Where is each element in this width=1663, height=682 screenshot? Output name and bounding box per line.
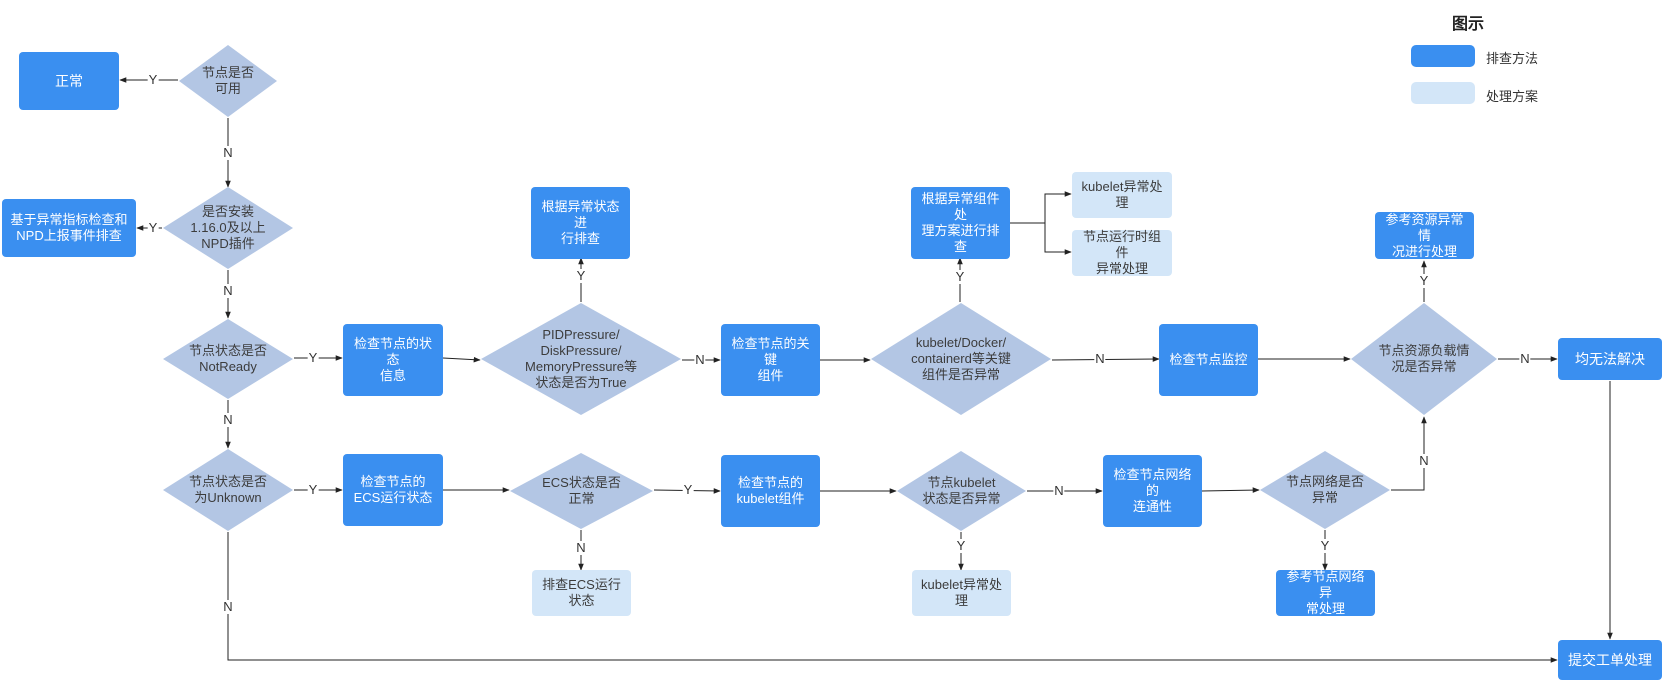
decision-diamond-shape [163, 319, 293, 399]
node-check-ecs-text: 检查节点的 ECS运行状态 [353, 474, 433, 505]
decision-node-network: 节点网络是否 异常 [1259, 450, 1391, 530]
legend-swatch-solution [1411, 82, 1475, 104]
decision-node-unknown: 节点状态是否 为Unknown [162, 448, 294, 532]
edge-label-available-npd: N [222, 145, 234, 160]
node-network-fix: 参考节点网络异 常处理 [1276, 569, 1375, 616]
edge-label-ecs-fix: N [575, 540, 587, 555]
node-normal: 正常 [19, 52, 119, 110]
node-check-monitor: 检查节点监控 [1159, 324, 1258, 396]
edge-label-network-resource: N [1418, 453, 1430, 468]
edge-label-npd-check: Y [147, 220, 159, 235]
node-resource-fix: 参考资源异常情 况进行处理 [1375, 212, 1474, 259]
decision-node-npd-text: 是否安装 1.16.0及以上 NPD插件 [190, 204, 266, 251]
edge-label-pressure-components: N [694, 352, 706, 367]
edge-label-kubelet-network: N [1053, 483, 1065, 498]
node-network-fix-text: 参考节点网络异 常处理 [1286, 569, 1365, 616]
decision-diamond-shape [481, 303, 681, 415]
node-npd-check-text: 基于异常指标检查和 NPD上报事件排查 [10, 212, 128, 243]
node-check-kubelet-text: 检查节点的 kubelet组件 [736, 475, 805, 506]
node-by-component: 根据异常组件处 理方案进行排查 [911, 187, 1010, 259]
edge-network-resource [1391, 416, 1427, 491]
decision-node-ecs-text: ECS状态是否 正常 [542, 475, 621, 506]
decision-node-kubelet-text: 节点kubelet 状态是否异常 [922, 475, 1001, 506]
node-check-network-text: 检查节点网络的 连通性 [1113, 467, 1192, 514]
node-runtime-fix: 节点运行时组件 异常处理 [1072, 229, 1172, 276]
decision-diamond-shape [1351, 303, 1497, 415]
edge-label-resource-fix: Y [1418, 273, 1430, 288]
node-runtime-fix-text: 节点运行时组件 异常处理 [1082, 229, 1161, 276]
edge-status-pressure [442, 356, 481, 363]
node-check-ecs: 检查节点的 ECS运行状态 [343, 454, 443, 526]
decision-diamond-shape [1260, 451, 1390, 529]
node-check-status-text: 检查节点的状态 信息 [353, 336, 432, 383]
node-ticket-text: 提交工单处理 [1568, 652, 1652, 668]
edge-label-notready-status: Y [307, 350, 319, 365]
node-unresolved: 均无法解决 [1558, 338, 1662, 380]
edge-label-unknown-ecs: Y [307, 482, 319, 497]
node-check-status: 检查节点的状态 信息 [343, 324, 443, 396]
node-kubelet-fix-2-text: kubelet异常处 理 [921, 577, 1002, 608]
edge-label-notready-unknown: N [222, 412, 234, 427]
decision-node-available: 节点是否 可用 [178, 44, 278, 118]
node-ecs-fix: 排查ECS运行 状态 [532, 570, 631, 616]
edge-label-ecs-kubelet: Y [682, 482, 694, 497]
edge-label-components-by: Y [954, 269, 966, 284]
decision-diamond-shape [871, 303, 1051, 415]
decision-node-notready-text: 节点状态是否 NotReady [188, 343, 267, 374]
edge-label-kubelet-fix: Y [955, 538, 967, 553]
node-normal-text: 正常 [55, 73, 83, 89]
node-kubelet-fix-2: kubelet异常处 理 [912, 570, 1011, 616]
decision-node-kubelet: 节点kubelet 状态是否异常 [896, 450, 1027, 532]
decision-node-npd: 是否安装 1.16.0及以上 NPD插件 [162, 186, 294, 270]
edge-label-unknown-ticket: N [222, 599, 234, 614]
node-by-status-text: 根据异常状态进 行排查 [541, 199, 620, 246]
node-unresolved-text: 均无法解决 [1575, 351, 1645, 367]
legend-label-method: 排查方法 [1486, 51, 1539, 66]
node-check-network: 检查节点网络的 连通性 [1103, 455, 1202, 527]
decision-diamond-shape [163, 187, 293, 269]
node-kubelet-fix-1-text: kubelet异常处 理 [1081, 179, 1163, 210]
decision-node-resource-text: 节点资源负载情 况是否异常 [1378, 343, 1470, 374]
decision-diamond-shape [163, 449, 293, 531]
node-by-status: 根据异常状态进 行排查 [531, 187, 630, 259]
decision-node-pressure: PIDPressure/ DiskPressure/ MemoryPressur… [480, 302, 682, 416]
node-check-kubelet: 检查节点的 kubelet组件 [721, 455, 820, 527]
node-ticket: 提交工单处理 [1558, 640, 1662, 680]
node-check-monitor-text: 检查节点监控 [1169, 352, 1248, 367]
legend-swatch-method [1411, 45, 1475, 67]
edge-unknown-ticket [227, 532, 1558, 663]
node-ecs-fix-text: 排查ECS运行 状态 [542, 577, 621, 608]
edge-label-resource-unresolved: N [1519, 351, 1531, 366]
edge-label-npd-notready: N [222, 283, 234, 298]
node-by-component-text: 根据异常组件处 理方案进行排查 [921, 191, 1000, 254]
edge-label-pressure-status: Y [575, 268, 587, 283]
decision-diamond-shape [510, 453, 653, 529]
edge-by-kubelet-fix [1010, 191, 1072, 224]
decision-diamond-shape [179, 45, 277, 117]
node-npd-check: 基于异常指标检查和 NPD上报事件排查 [2, 199, 136, 257]
decision-node-unknown-text: 节点状态是否 为Unknown [188, 474, 267, 505]
edge-network-decision [1201, 487, 1260, 493]
decision-node-available-text: 节点是否 可用 [201, 65, 254, 96]
node-kubelet-fix-1: kubelet异常处 理 [1072, 172, 1172, 218]
decision-node-pressure-text: PIDPressure/ DiskPressure/ MemoryPressur… [525, 327, 637, 390]
node-check-components: 检查节点的关键 组件 [721, 324, 820, 396]
node-check-components-text: 检查节点的关键 组件 [731, 336, 810, 383]
decision-node-resource: 节点资源负载情 况是否异常 [1350, 302, 1498, 416]
decision-node-notready: 节点状态是否 NotReady [162, 318, 294, 400]
edge-by-runtime-fix [1044, 223, 1072, 255]
decision-node-components-text: kubelet/Docker/ containerd等关键 组件是否异常 [911, 335, 1011, 382]
legend-title: 图示 [1452, 16, 1485, 33]
decision-node-network-text: 节点网络是否 异常 [1285, 474, 1364, 505]
decision-diamond-shape [897, 451, 1026, 531]
edge-label-network-fix: Y [1319, 538, 1331, 553]
edge-label-available-normal: Y [147, 72, 159, 87]
legend-label-solution: 处理方案 [1486, 89, 1539, 104]
edge-label-components-monitor: N [1094, 351, 1106, 366]
decision-node-ecs: ECS状态是否 正常 [509, 452, 654, 530]
node-resource-fix-text: 参考资源异常情 况进行处理 [1385, 211, 1464, 259]
decision-node-components: kubelet/Docker/ containerd等关键 组件是否异常 [870, 302, 1052, 416]
